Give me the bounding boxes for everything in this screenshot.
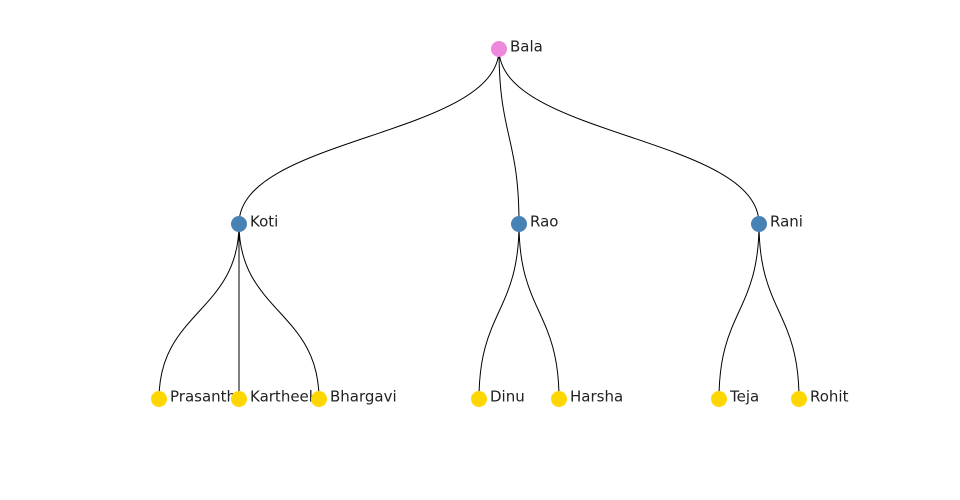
link-rani-teja: [718, 223, 760, 400]
link-bala-rani: [498, 48, 760, 225]
node-label-rao: Rao: [530, 213, 558, 231]
tree-node-rohit[interactable]: Rohit: [791, 388, 849, 408]
tree-node-rani[interactable]: Rani: [751, 213, 803, 233]
link-rao-harsha: [518, 223, 560, 400]
tree-node-rao[interactable]: Rao: [511, 213, 558, 233]
node-label-rohit: Rohit: [810, 388, 849, 406]
node-circle-kartheek[interactable]: [231, 391, 247, 407]
node-label-bhargavi: Bhargavi: [330, 388, 397, 406]
link-koti-prasanth: [158, 223, 240, 400]
link-bala-rao: [498, 48, 520, 225]
link-koti-bhargavi: [238, 223, 320, 400]
node-circle-dinu[interactable]: [471, 391, 487, 407]
tree-node-dinu[interactable]: Dinu: [471, 388, 525, 408]
node-label-rani: Rani: [770, 213, 803, 231]
tree-node-bhargavi[interactable]: Bhargavi: [311, 388, 397, 408]
link-rani-rohit: [758, 223, 800, 400]
link-rao-dinu: [478, 223, 520, 400]
node-circle-prasanth[interactable]: [151, 391, 167, 407]
node-label-prasanth: Prasanth: [170, 388, 236, 406]
node-label-teja: Teja: [729, 388, 759, 406]
node-circle-bala[interactable]: [491, 41, 507, 57]
node-label-koti: Koti: [250, 213, 278, 231]
link-bala-koti: [238, 48, 500, 225]
node-label-bala: Bala: [510, 38, 543, 56]
node-label-dinu: Dinu: [490, 388, 525, 406]
tree-node-teja[interactable]: Teja: [711, 388, 759, 408]
tree-node-bala[interactable]: Bala: [491, 38, 543, 58]
node-circle-rani[interactable]: [751, 216, 767, 232]
node-circle-rao[interactable]: [511, 216, 527, 232]
node-circle-rohit[interactable]: [791, 391, 807, 407]
tree-node-kartheek[interactable]: Kartheek: [231, 388, 318, 408]
links-layer: [158, 48, 800, 400]
node-circle-bhargavi[interactable]: [311, 391, 327, 407]
tree-node-prasanth[interactable]: Prasanth: [151, 388, 236, 408]
node-circle-harsha[interactable]: [551, 391, 567, 407]
node-circle-teja[interactable]: [711, 391, 727, 407]
node-label-kartheek: Kartheek: [250, 388, 318, 406]
tree-node-harsha[interactable]: Harsha: [551, 388, 623, 408]
tree-node-koti[interactable]: Koti: [231, 213, 278, 233]
node-circle-koti[interactable]: [231, 216, 247, 232]
node-label-harsha: Harsha: [570, 388, 623, 406]
